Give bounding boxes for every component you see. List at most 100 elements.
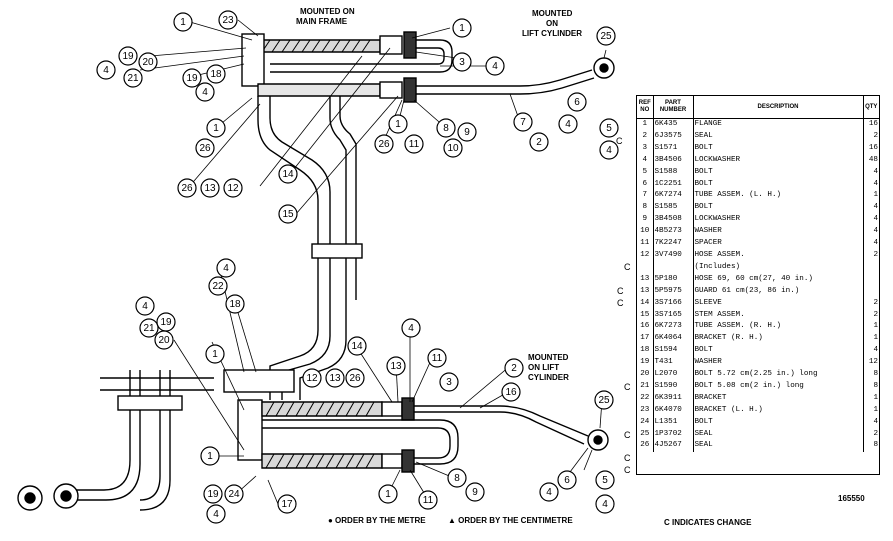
callout-number: 4 bbox=[565, 119, 571, 130]
description-cell: BOLT 5.72 cm(2.25 in.) long bbox=[693, 369, 864, 381]
callout-number: 4 bbox=[142, 301, 148, 312]
description-cell: HOSE ASSEM. bbox=[693, 249, 864, 262]
change-mark: C bbox=[624, 262, 631, 272]
lower-hose-top-hatching bbox=[265, 401, 375, 417]
callout-number: 26 bbox=[181, 183, 193, 194]
qty-cell: 2 bbox=[873, 250, 878, 259]
part-number-cell: 7K2247 bbox=[653, 238, 694, 250]
ref-no-cell: 12 bbox=[637, 249, 654, 262]
qty-cell: 4 bbox=[873, 227, 878, 236]
ref-no-cell: 23 bbox=[637, 404, 654, 417]
description-cell: TUBE ASSEM. (L. H.) bbox=[693, 190, 864, 203]
callout-bubble: 1 bbox=[378, 484, 398, 504]
part-number-cell: 6J3575 bbox=[653, 130, 694, 143]
description-cell: SPACER bbox=[693, 238, 864, 250]
description-cell: BOLT bbox=[693, 202, 864, 215]
part-number-cell: 6K435 bbox=[653, 118, 694, 131]
lower-flange-right-bottom bbox=[401, 449, 415, 473]
callout-bubble: 25 bbox=[594, 390, 614, 410]
callout-number: 5 bbox=[602, 475, 608, 486]
mount-label-line: LIFT CYLINDER bbox=[522, 29, 582, 38]
description-cell: WASHER bbox=[693, 357, 864, 370]
callout-number: 25 bbox=[600, 31, 612, 42]
callout-number: 23 bbox=[222, 15, 234, 26]
callout-number: 20 bbox=[158, 335, 170, 346]
callout-number: 1 bbox=[213, 123, 219, 134]
callout-bubble: 3 bbox=[452, 52, 472, 72]
ref-no-cell: 22 bbox=[637, 392, 654, 405]
part-number-cell: 1C2251 bbox=[653, 178, 694, 191]
callout-number: 4 bbox=[202, 87, 208, 98]
callout-bubble: 13 bbox=[386, 356, 406, 376]
callout-number: 19 bbox=[186, 73, 198, 84]
qty-cell: 2 bbox=[873, 131, 878, 140]
callout-number: 1 bbox=[395, 119, 401, 130]
callout-number: 4 bbox=[223, 263, 229, 274]
change-mark: C bbox=[624, 430, 631, 440]
callout-bubble: 19 bbox=[118, 46, 138, 66]
callout-number: 10 bbox=[447, 143, 459, 154]
ref-no-cell: 24 bbox=[637, 416, 654, 429]
callout-number: 26 bbox=[378, 139, 390, 150]
callout-number: 12 bbox=[227, 183, 239, 194]
callout-bubble: 18 bbox=[225, 294, 245, 314]
lower-fitting-left bbox=[237, 399, 263, 461]
mount-label-line: ON bbox=[546, 19, 558, 28]
description-cell: BOLT bbox=[693, 345, 864, 358]
lower-fitting-right-bottom bbox=[381, 453, 403, 469]
callout-number: 6 bbox=[564, 475, 570, 486]
qty-cell: 8 bbox=[873, 441, 878, 450]
ref-no-cell: 18 bbox=[637, 345, 654, 358]
qty-cell: 12 bbox=[868, 358, 878, 367]
qty-cell: 8 bbox=[873, 370, 878, 379]
callout-bubble: 17 bbox=[277, 494, 297, 514]
callout-bubble: 4 bbox=[135, 296, 155, 316]
callout-bubble: 24 bbox=[224, 484, 244, 504]
description-cell: BOLT 5.08 cm(2 in.) long bbox=[693, 380, 864, 393]
lower-fitting-right-top bbox=[381, 401, 403, 417]
callout-number: 19 bbox=[122, 51, 134, 62]
qty-cell: 2 bbox=[873, 429, 878, 438]
callout-number: 8 bbox=[443, 123, 449, 134]
part-number-cell: 3B4506 bbox=[653, 154, 694, 167]
callout-number: 4 bbox=[408, 323, 414, 334]
mount-label-line: MOUNTED bbox=[532, 9, 573, 18]
callout-number: 5 bbox=[606, 123, 612, 134]
callout-bubble: 4 bbox=[599, 140, 619, 160]
callout-number: 4 bbox=[602, 499, 608, 510]
callout-number: 6 bbox=[574, 97, 580, 108]
callout-bubble: 21 bbox=[123, 68, 143, 88]
part-number-cell bbox=[653, 261, 694, 274]
qty-cell: 4 bbox=[873, 239, 878, 248]
upper-fitting-second bbox=[379, 81, 403, 99]
pump-pipe-a bbox=[60, 370, 131, 491]
mount-label-line: CYLINDER bbox=[528, 373, 569, 382]
callout-bubble: 1 bbox=[205, 344, 225, 364]
callout-bubble: 3 bbox=[439, 372, 459, 392]
callout-bubble: 20 bbox=[138, 52, 158, 72]
header-ref-no: REF NO bbox=[637, 96, 654, 119]
pump-pipe-b bbox=[139, 370, 161, 501]
mount-label-line: MOUNTED ON bbox=[300, 7, 355, 16]
mount-label-main-frame: MOUNTED ON MAIN FRAME bbox=[296, 7, 355, 26]
callout-number: 9 bbox=[464, 127, 470, 138]
description-cell: BRACKET (R. H.) bbox=[693, 333, 864, 346]
part-number-cell: S1585 bbox=[653, 202, 694, 215]
part-number-cell: 4J5267 bbox=[653, 440, 694, 453]
part-number-cell: 4B5273 bbox=[653, 226, 694, 239]
callout-bubble: 16 bbox=[501, 382, 521, 402]
lower-bracket bbox=[223, 369, 295, 393]
ref-no-cell: 14 bbox=[637, 297, 654, 310]
tube-to-lift-cylinder-top bbox=[416, 69, 593, 87]
change-mark: C bbox=[624, 453, 631, 463]
callout-bubble: 12 bbox=[223, 178, 243, 198]
qty-cell: 4 bbox=[873, 203, 878, 212]
